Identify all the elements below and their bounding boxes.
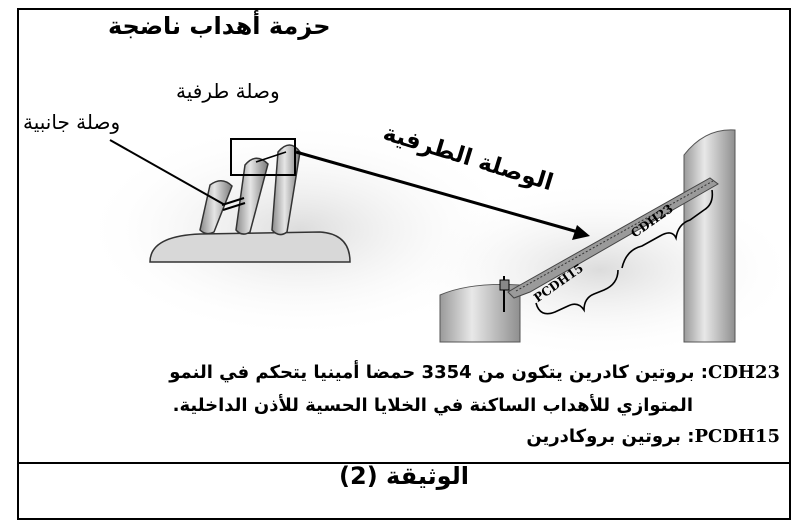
tip-link-mark — [255, 151, 287, 163]
caption-pcdh15: PCDH15: بروتين بروكادرين — [526, 426, 780, 447]
stereocilium-short — [199, 180, 233, 235]
tip-link-label: وصلة طرفية — [176, 79, 280, 103]
stereocilium-medium — [235, 157, 269, 235]
pcdh15-brace — [535, 269, 619, 315]
side-link-label: وصلة جانبية — [23, 110, 121, 134]
caption-pcdh15-term: PCDH15 — [694, 426, 780, 447]
caption-cdh23: CDH23: بروتين كادرين يتكون من 3354 حمضا … — [169, 362, 780, 383]
cell-base — [149, 231, 351, 263]
caption-cdh23-term: CDH23 — [708, 362, 780, 383]
side-link-mark — [221, 197, 245, 206]
caption-divider — [19, 462, 789, 464]
side-link-pointer — [109, 139, 226, 206]
zoom-box — [230, 138, 296, 176]
figure-title: حزمة أهداب ناضجة — [108, 12, 331, 40]
tip-link-texture — [515, 180, 714, 292]
magnify-arrow — [295, 150, 579, 234]
caption-cdh23-line2: المتوازي للأهداب الساكنة في الخلايا الحس… — [172, 395, 693, 416]
stereocilium-tall — [271, 144, 301, 236]
magnified-tall-stereocilium — [683, 129, 736, 343]
magnify-arrowhead — [572, 225, 590, 240]
document-title: الوثيقة (2) — [339, 462, 469, 490]
tip-link-filament — [507, 177, 719, 299]
side-link-mark — [222, 202, 246, 211]
caption-pcdh15-desc: : بروتين بروكادرين — [526, 426, 695, 447]
cdh23-brace — [621, 189, 714, 269]
anchor-block — [499, 279, 510, 291]
caption-cdh23-desc: : بروتين كادرين يتكون من 3354 حمضا أميني… — [169, 362, 708, 383]
magnified-short-stereocilium — [439, 283, 521, 343]
